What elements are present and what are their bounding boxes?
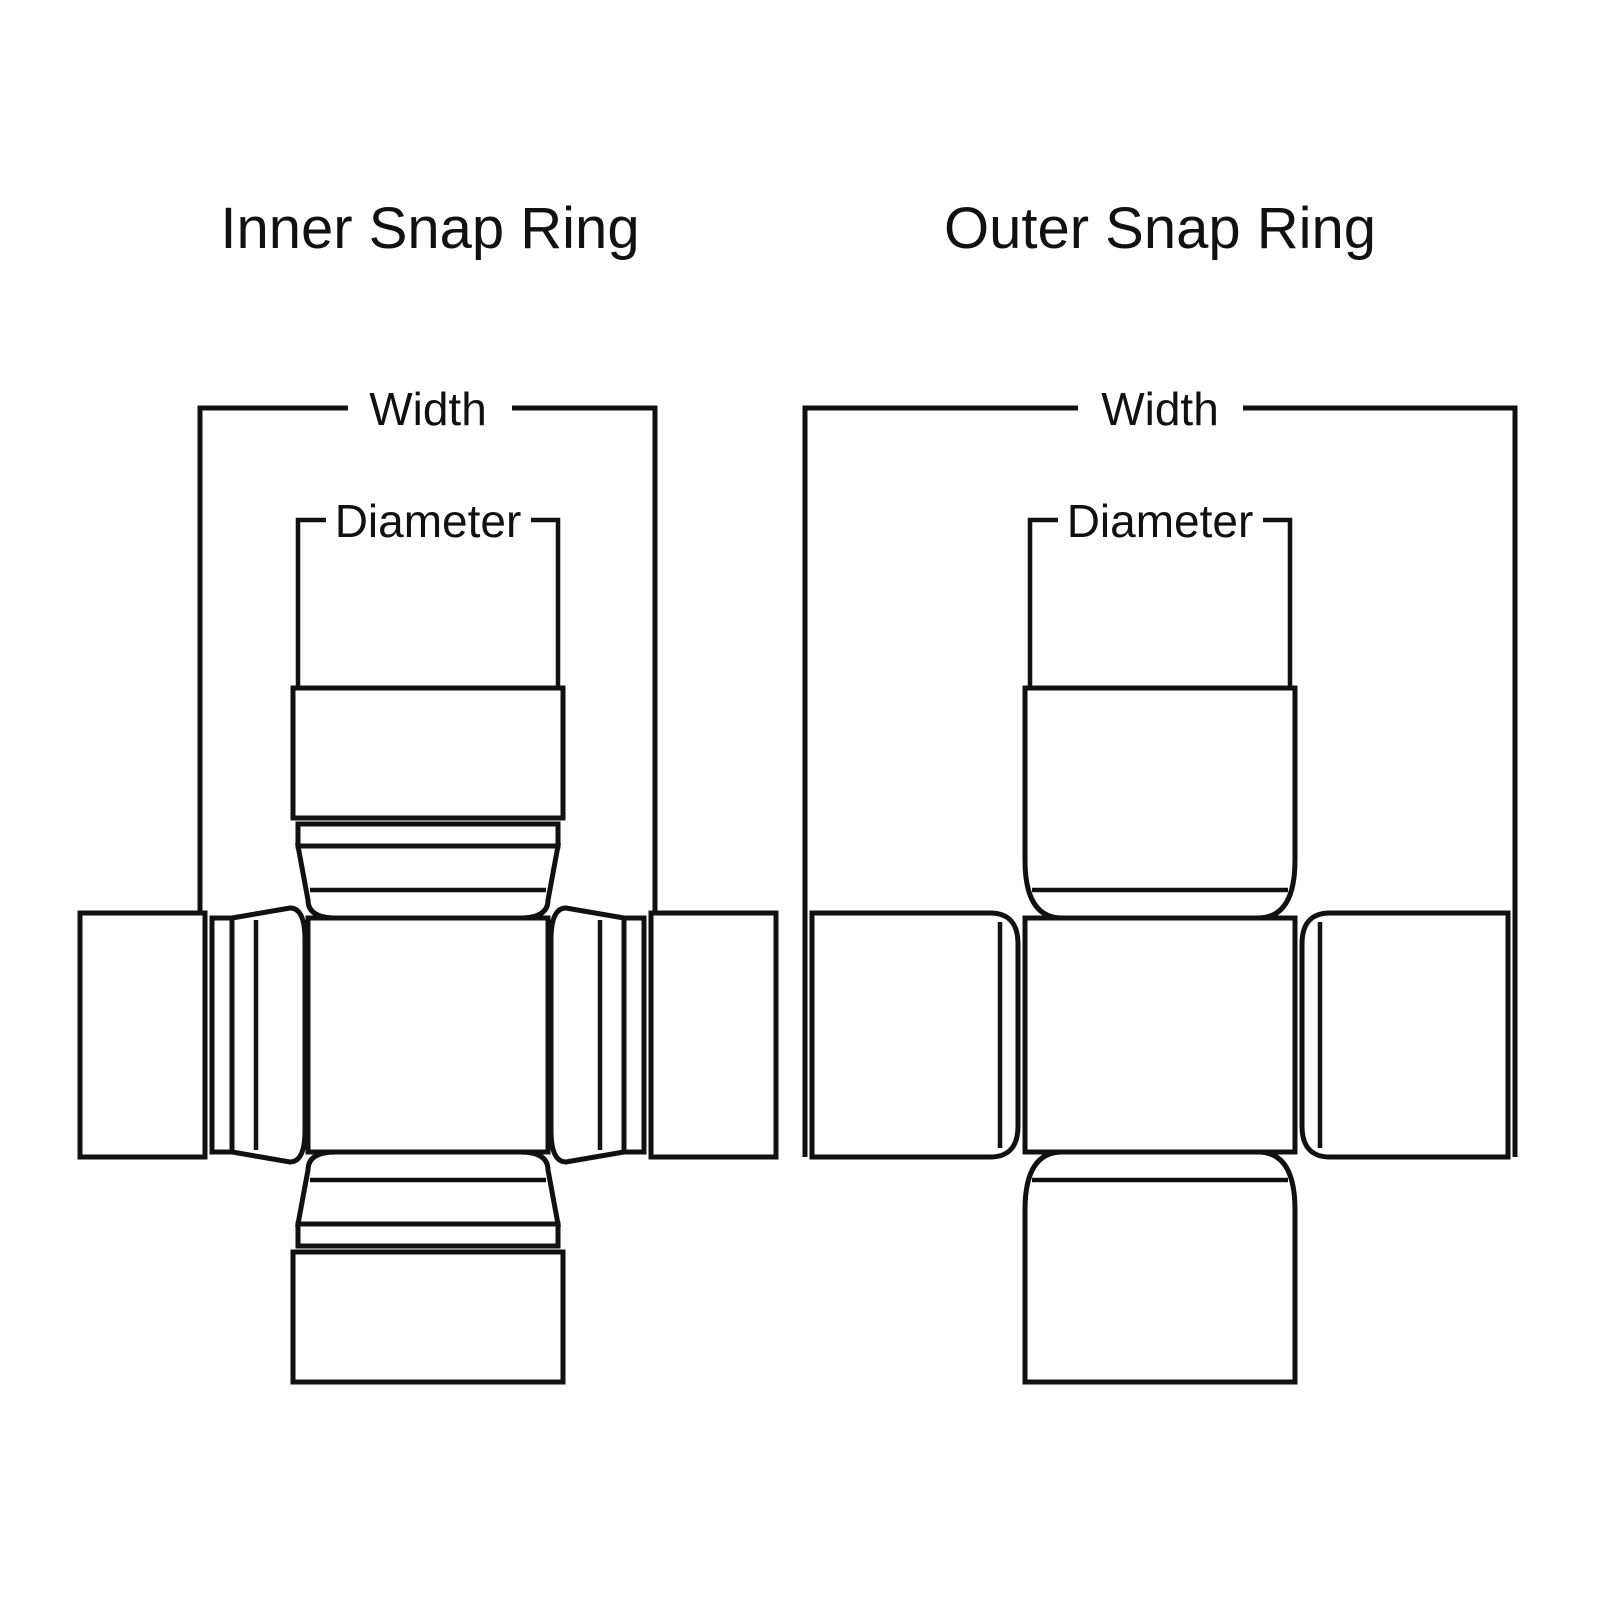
bearing-cap-left-outer — [809, 910, 1021, 1160]
bearing-cap-right-inner — [648, 910, 779, 1160]
width-bracket-left-inner — [197, 405, 348, 1157]
snap-ring-groove-bottom-inner — [295, 1221, 561, 1249]
width-label-outer: Width — [1101, 383, 1219, 435]
cross-center-hub-inner — [305, 915, 551, 1155]
diameter-bracket-right-outer — [1263, 517, 1293, 690]
trunnion-shoulder-left-inner — [229, 905, 308, 1165]
width-bracket-right-inner — [512, 405, 658, 1157]
cross-center-hub-outer — [1022, 915, 1298, 1155]
panel-outer-snap-ring: Outer Snap Ring Width Diameter — [802, 196, 1518, 1385]
bearing-cap-bottom-inner — [290, 1249, 566, 1385]
bearing-cap-bottom-outer — [1022, 1149, 1298, 1385]
diameter-label-inner: Diameter — [335, 495, 522, 547]
bearing-cap-right-outer — [1299, 910, 1511, 1160]
trunnion-taper-bottom-inner — [294, 1149, 562, 1227]
diameter-dimension-outer: Diameter — [1027, 495, 1293, 690]
snap-ring-groove-top-inner — [295, 821, 561, 849]
snap-ring-groove-right-inner — [621, 915, 647, 1155]
snap-ring-groove-left-inner — [209, 915, 235, 1155]
width-dimension-inner: Width — [197, 383, 658, 1157]
panel-title-outer: Outer Snap Ring — [944, 196, 1376, 261]
panel-inner-snap-ring: Inner Snap Ring Width Diameter — [77, 196, 779, 1385]
width-dimension-outer: Width — [802, 383, 1518, 1157]
bearing-cap-top-outer — [1022, 685, 1298, 921]
bearing-cap-left-inner — [77, 910, 208, 1160]
diameter-dimension-inner: Diameter — [295, 495, 561, 690]
width-label-inner: Width — [369, 383, 487, 435]
width-bracket-left-outer — [802, 405, 1078, 1157]
diameter-bracket-left-outer — [1027, 517, 1058, 690]
trunnion-taper-top-inner — [294, 843, 562, 921]
diameter-bracket-left-inner — [295, 517, 326, 690]
panel-title-inner: Inner Snap Ring — [220, 196, 639, 261]
width-bracket-right-outer — [1243, 405, 1518, 1157]
trunnion-shoulder-right-inner — [548, 905, 627, 1165]
bearing-cap-top-inner — [290, 685, 566, 821]
diameter-label-outer: Diameter — [1067, 495, 1254, 547]
diameter-bracket-right-inner — [531, 517, 561, 690]
